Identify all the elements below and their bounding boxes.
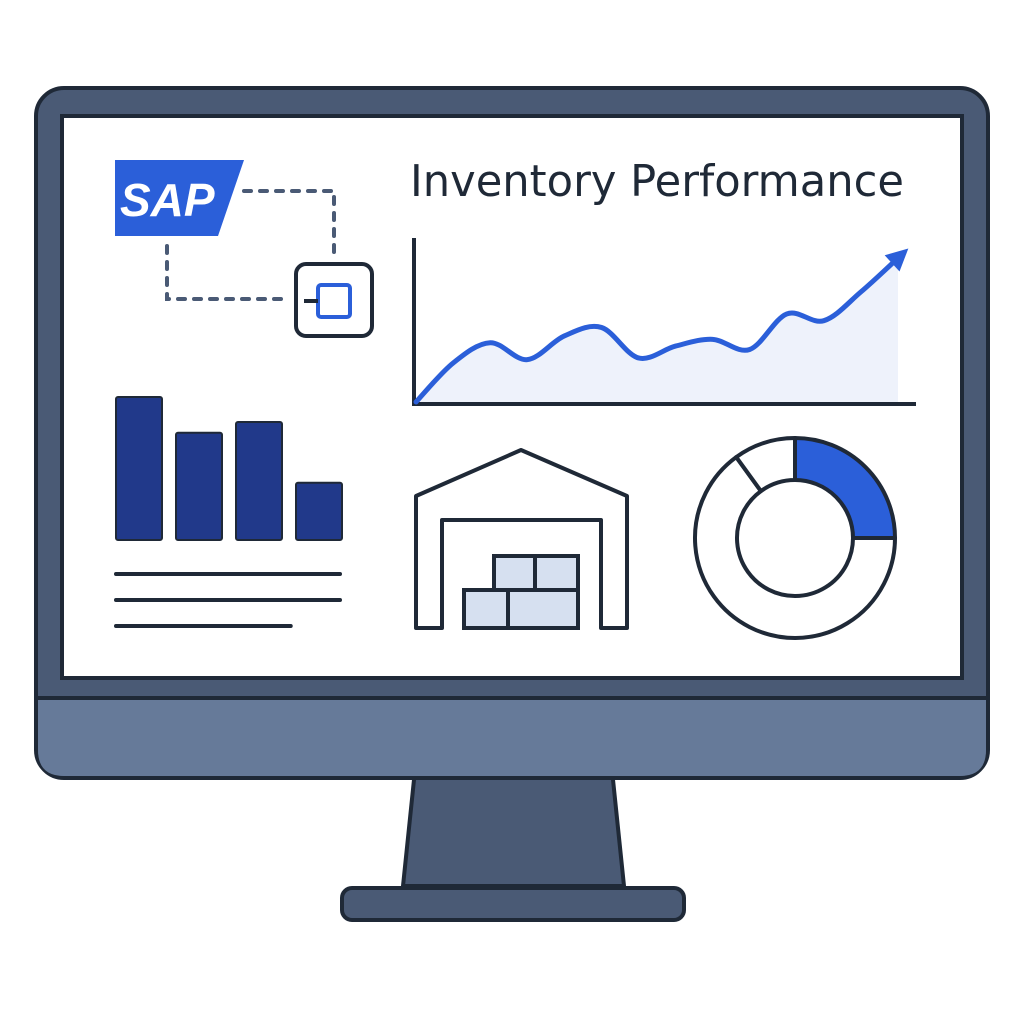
- logo-text: SAP: [120, 174, 215, 226]
- warehouse-building: [414, 448, 629, 630]
- connector-line-left: [165, 244, 292, 301]
- monitor-chin: [38, 698, 986, 776]
- trend-area: [416, 258, 898, 402]
- arrow-up-right-icon: [884, 248, 909, 272]
- donut-chart: [693, 436, 897, 640]
- donut-segment-3: [734, 436, 797, 494]
- trend-chart: [412, 238, 916, 406]
- bar-1: [115, 396, 163, 541]
- bar-chart: [115, 396, 343, 541]
- bar-4: [295, 481, 343, 541]
- warehouse-icon: [414, 448, 629, 630]
- boxes-icon: [462, 554, 580, 630]
- bar-2: [175, 431, 223, 541]
- trend-line: [413, 255, 901, 405]
- module-icon: [294, 262, 374, 338]
- sap-logo: SAP: [115, 160, 244, 236]
- monitor-stand-base: [340, 886, 686, 922]
- monitor-stand-neck: [401, 768, 626, 888]
- bar-3: [235, 421, 283, 541]
- donut-segment-2: [693, 455, 897, 640]
- text-lines: [114, 572, 342, 628]
- page-title: Inventory Performance: [410, 156, 904, 207]
- connector-line-top: [242, 189, 336, 262]
- logo-background: [115, 160, 244, 236]
